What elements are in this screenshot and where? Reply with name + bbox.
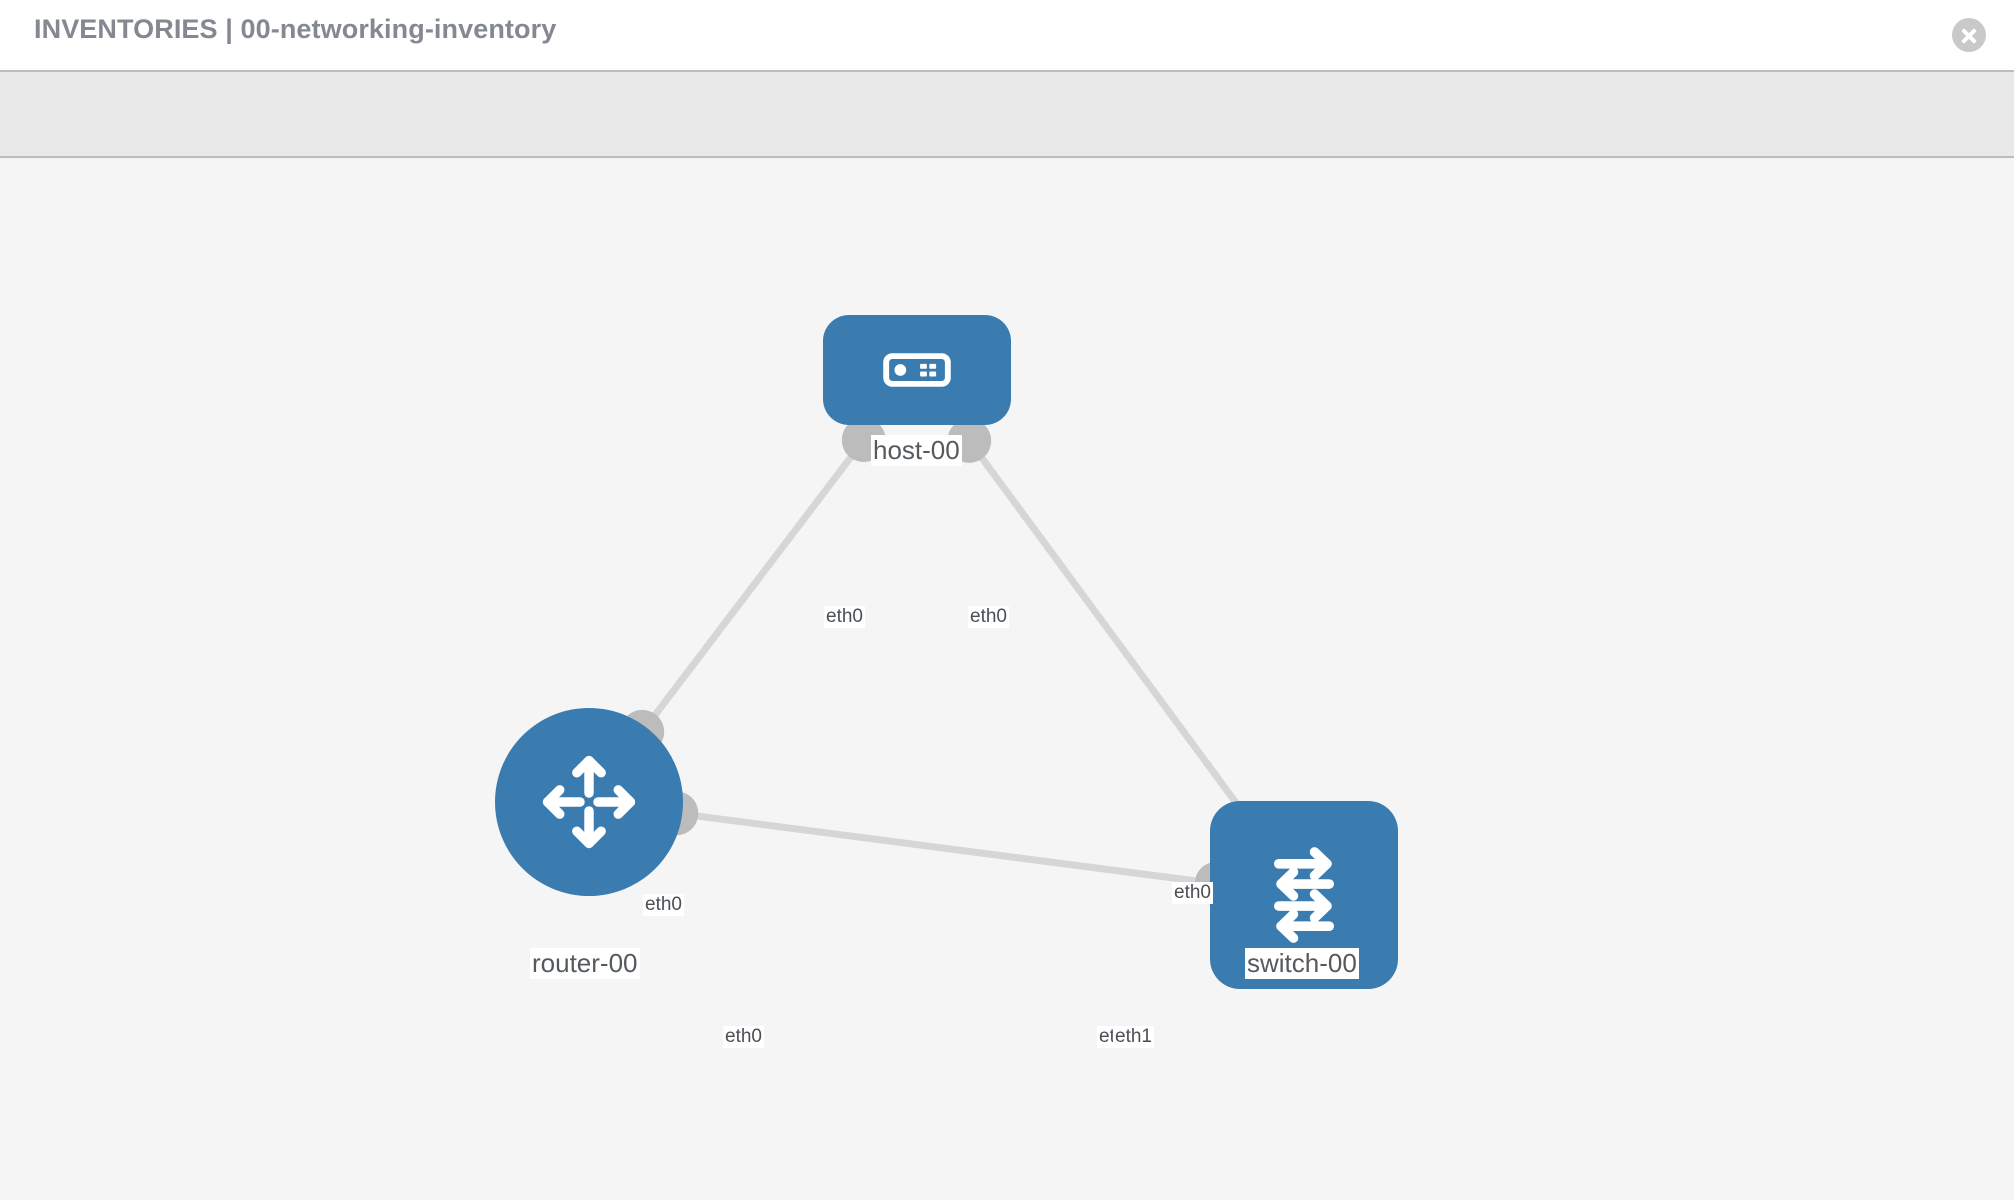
interface-label: eth0 <box>723 1026 764 1048</box>
server-icon <box>883 353 951 387</box>
topology-node-router-00[interactable] <box>495 708 683 896</box>
interface-label: eth0 <box>643 894 684 916</box>
interface-label: eth0 <box>968 606 1009 628</box>
router-icon <box>542 755 636 849</box>
page-title: INVENTORIES | 00-networking-inventory <box>34 14 557 44</box>
switch-icon <box>1273 847 1335 943</box>
interface-label: eth0 <box>824 606 865 628</box>
node-shape-switch-00[interactable] <box>1210 801 1398 989</box>
topology-node-host-00[interactable] <box>823 315 1011 425</box>
interface-label: eth0 <box>1172 882 1213 904</box>
node-shape-host-00[interactable] <box>823 315 1011 425</box>
topology-canvas[interactable]: host-00 router-00 switch-00 eth0 eth0 eth0… <box>0 158 2014 1200</box>
node-label-switch-00: switch-00 <box>1245 948 1359 979</box>
topology-link[interactable] <box>588 798 1305 899</box>
interface-label: eth1 <box>1113 1026 1154 1048</box>
close-icon[interactable] <box>1952 18 1986 52</box>
topology-node-switch-00[interactable] <box>1210 801 1398 989</box>
node-label-router-00: router-00 <box>530 948 640 979</box>
node-shape-router-00[interactable] <box>495 708 683 896</box>
node-label-host-00: host-00 <box>871 435 962 466</box>
toolbar: ACTIONS SEARCH <box>0 70 2014 212</box>
page-header: INVENTORIES | 00-networking-inventory <box>0 0 2014 70</box>
